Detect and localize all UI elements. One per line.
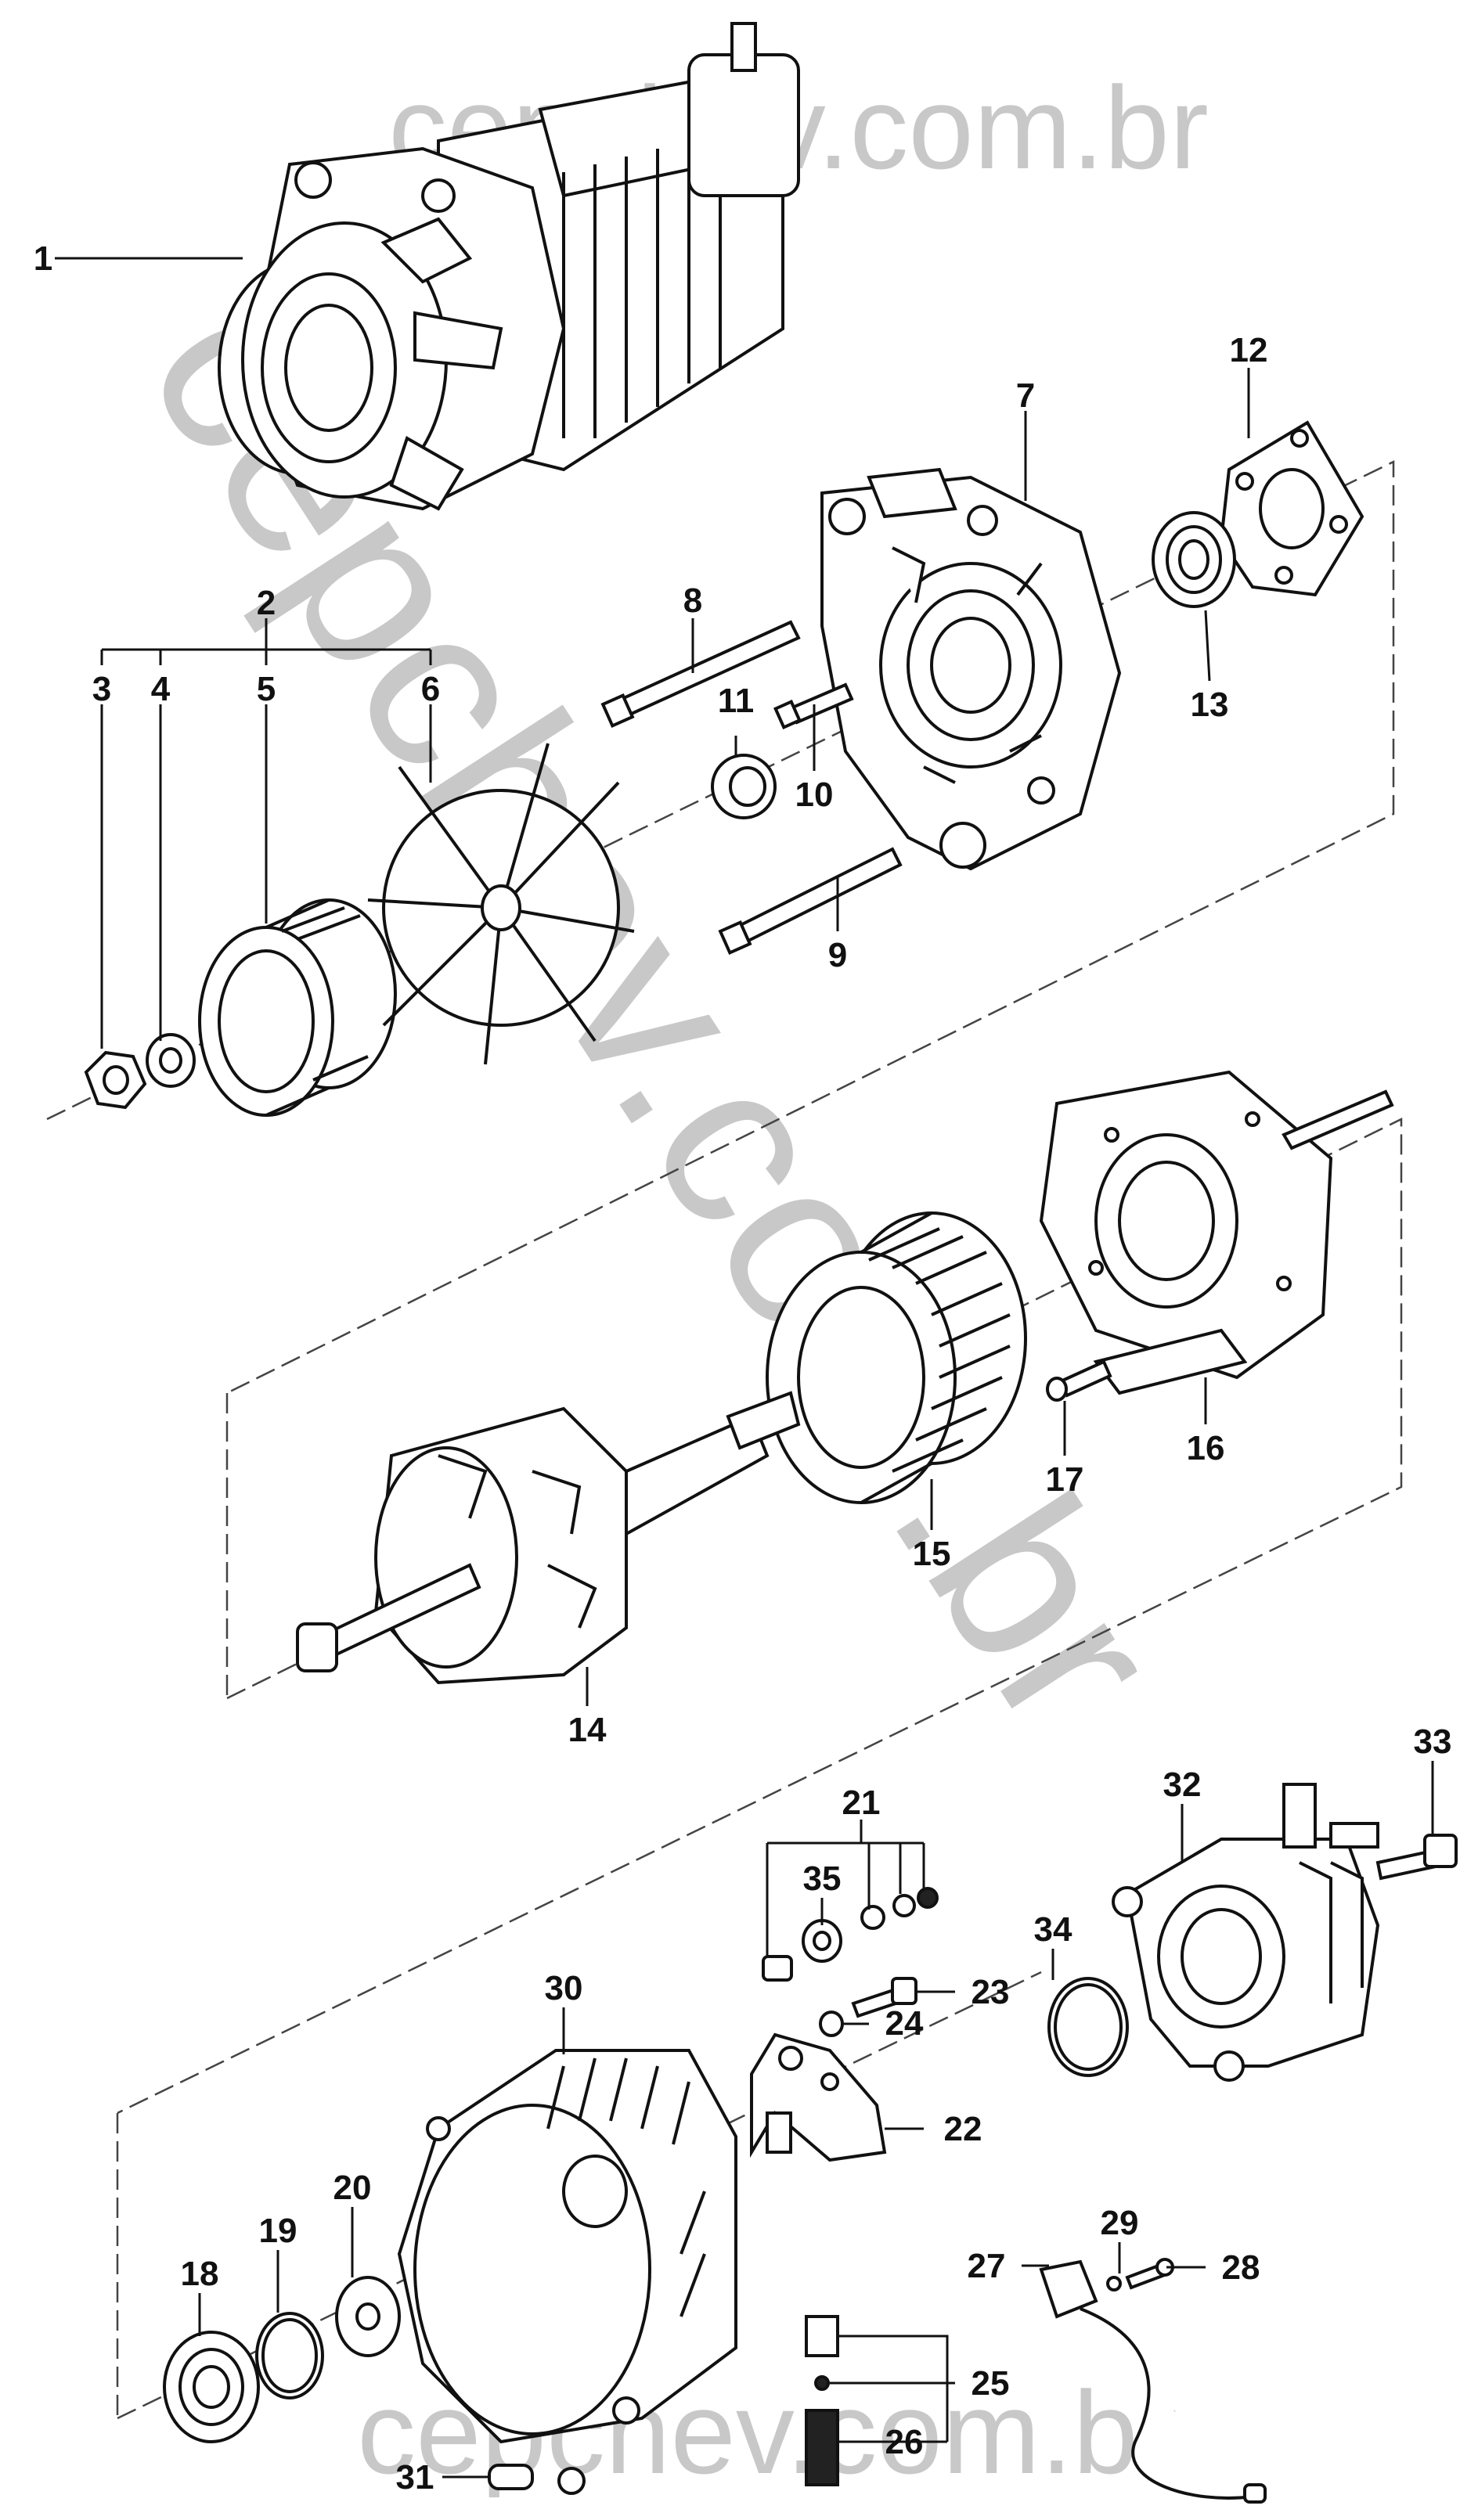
part-label-9: 9 [828, 936, 847, 974]
rectifier-bridge [1039, 1070, 1394, 1395]
speed-sensor [1039, 2259, 1267, 2504]
part-label-22: 22 [944, 2110, 982, 2148]
pulley-nut [84, 1050, 147, 1110]
part-label-21: 21 [842, 1784, 881, 1822]
part-label-23: 23 [972, 1973, 1010, 2011]
rotor [296, 1391, 801, 1685]
part-label-5: 5 [257, 670, 276, 708]
part-label-14: 14 [568, 1711, 607, 1749]
part-label-16: 16 [1187, 1429, 1225, 1467]
bearing-seal [335, 2276, 401, 2357]
brush-spring [805, 2409, 839, 2486]
carbon-brush [805, 2315, 839, 2391]
part-label-13: 13 [1191, 686, 1229, 724]
sensor-washer [1106, 2276, 1122, 2291]
part-label-29: 29 [1101, 2204, 1139, 2242]
part-label-12: 12 [1230, 331, 1268, 369]
part-label-2: 2 [257, 584, 276, 622]
part-label-32: 32 [1163, 1766, 1202, 1804]
cooling-fan [367, 743, 635, 1065]
part-label-35: 35 [803, 1859, 842, 1898]
part-label-4: 4 [151, 670, 171, 708]
terminal-nut-kit [762, 1887, 939, 1982]
pulley-washer [146, 1033, 196, 1088]
part-label-18: 18 [181, 2255, 219, 2293]
leader-lines [55, 257, 1434, 2479]
dowel-pin [488, 2464, 534, 2490]
o-ring [1047, 1977, 1129, 2077]
stator [766, 1211, 1027, 1504]
short-screw [773, 682, 854, 729]
pump-mounting-bolt [1375, 1834, 1458, 1881]
part-label-25: 25 [972, 2364, 1010, 2403]
part-label-30: 30 [545, 1969, 583, 2007]
part-number-labels: 1 2 3 4 5 6 7 8 9 10 11 12 13 14 15 16 1… [34, 239, 1452, 2497]
part-label-28: 28 [1222, 2248, 1260, 2287]
part-label-27: 27 [968, 2247, 1006, 2285]
bearing-retainer-plate [1219, 420, 1364, 597]
regulator-washer [819, 2011, 844, 2037]
part-label-15: 15 [913, 1535, 951, 1573]
sensor-screw [1125, 2258, 1174, 2290]
part-label-20: 20 [333, 2169, 372, 2207]
part-label-31: 31 [396, 2458, 434, 2497]
part-label-11: 11 [718, 682, 755, 720]
part-label-7: 7 [1016, 376, 1035, 415]
through-bolt-upper [600, 620, 801, 729]
through-bolt-lower [718, 847, 903, 956]
voltage-regulator [750, 2032, 887, 2162]
part-label-6: 6 [421, 670, 440, 708]
regulator-screw [851, 1977, 917, 2018]
part-label-34: 34 [1034, 1910, 1072, 1949]
part-label-24: 24 [885, 2004, 924, 2043]
part-label-33: 33 [1414, 1723, 1452, 1761]
rear-end-housing [397, 2049, 737, 2495]
part-label-1: 1 [34, 239, 52, 278]
pulley [198, 898, 397, 1117]
vacuum-pump-housing [1112, 1783, 1380, 2082]
drive-end-bracket [820, 467, 1122, 871]
bearing-o-ring [255, 2312, 324, 2399]
front-bearing [1152, 511, 1236, 608]
rear-bearing [163, 2331, 260, 2443]
alternator-assembly [218, 22, 800, 511]
spacer-ring [711, 754, 777, 819]
rectifier-screw [1046, 1359, 1112, 1402]
part-label-8: 8 [683, 581, 702, 620]
part-label-26: 26 [885, 2423, 924, 2461]
part-label-10: 10 [795, 776, 834, 814]
part-label-19: 19 [259, 2212, 297, 2250]
part-label-3: 3 [92, 670, 111, 708]
part-label-17: 17 [1046, 1460, 1084, 1499]
